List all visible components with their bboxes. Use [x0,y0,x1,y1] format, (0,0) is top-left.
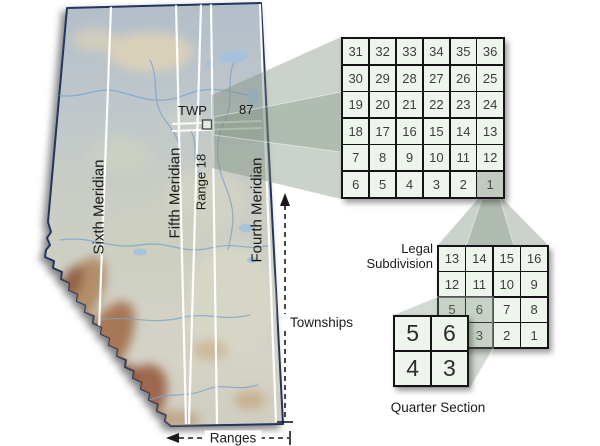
twp-label: TWP [178,103,207,118]
fifth-meridian-label: Fifth Meridian [166,147,184,239]
sixth-meridian-line [97,5,113,331]
grid-cell: 13 [477,118,503,144]
grid-cell: 5 [395,317,431,351]
grid-cell: 18 [343,118,369,144]
twp-87-value: 87 [239,102,254,117]
township-location-box [201,119,213,130]
township-87-south-line [171,127,263,132]
grid-cell: 4 [395,351,431,386]
survey-lines [97,3,278,425]
grid-cell: 9 [396,145,423,171]
grid-cell: 28 [396,65,423,91]
grid-cell: 36 [477,39,503,65]
fourth-meridian-label: Fourth Meridian [248,157,266,263]
grid-cell: 30 [343,65,369,91]
grid-cell: 33 [396,39,423,65]
grid-cell: 2 [450,171,476,198]
townships-axis-label: Townships [283,314,357,331]
grid-cell: 7 [343,145,369,171]
fourth-meridian-line [258,3,278,423]
grid-cell: 14 [450,118,476,144]
rivers [54,59,271,401]
grid-cell: 5 [369,171,396,198]
grid-cell: 21 [396,92,423,118]
alberta-map [44,2,284,427]
grid-cell: 35 [450,39,476,65]
grid-cell: 8 [369,145,396,171]
grid-cell: 1 [477,171,503,198]
grid-cell: 15 [423,118,450,144]
grid-cell: 6 [343,171,369,198]
grid-cell: 9 [521,272,548,297]
grid-cell: 12 [477,145,503,171]
legal-subdivision-label: Legal Subdivision [366,241,434,271]
range-east-line [209,3,219,425]
grid-cell: 12 [439,272,465,297]
grid-cell: 34 [423,39,450,65]
grid-cell: 26 [450,65,476,91]
grid-cell: 16 [396,118,423,144]
grid-cell: 25 [477,65,503,91]
grid-cell: 32 [369,39,396,65]
grid-cell: 3 [466,323,493,348]
map-to-township-fan [212,37,342,199]
grid-cell: 14 [466,247,493,271]
grid-cell: 19 [343,92,369,118]
grid-cell: 13 [439,247,465,271]
grid-cell: 17 [369,118,396,144]
townships-arrowhead [280,193,290,206]
grid-cell: 10 [493,272,520,297]
grid-cell: 27 [423,65,450,91]
range-18-label: Range 18 [193,153,209,211]
grid-cell: 22 [423,92,450,118]
grid-cell: 6 [466,297,493,322]
grid-cell: 31 [343,39,369,65]
range-west-line [187,3,203,425]
grid-cell: 7 [493,297,520,322]
grid-cell: 20 [369,92,396,118]
grid-cell: 6 [431,317,468,351]
grid-cell: 1 [521,323,548,348]
section-to-subdivision-fan [437,198,549,247]
grid-cell: 8 [521,297,548,322]
sixth-meridian-label: Sixth Meridian [90,159,108,255]
grid-cell: 11 [450,145,476,171]
grid-cell: 10 [423,145,450,171]
grid-cell: 3 [423,171,450,198]
quarter-section-label: Quarter Section [390,400,486,415]
grid-cell: 15 [493,247,520,271]
lakes [133,50,259,263]
grid-cell: 2 [493,323,520,348]
grid-cell: 4 [396,171,423,198]
ranges-axis-label: Ranges [204,430,262,446]
grid-cell: 24 [477,92,503,118]
ranges-arrowhead [166,433,179,443]
grid-cell: 3 [431,351,468,386]
grid-cell: 23 [450,92,476,118]
grid-cell: 11 [466,272,493,297]
grid-cell: 16 [521,247,548,271]
grid-cell: 29 [369,65,396,91]
township-87-north-line [171,120,263,125]
fifth-meridian-line [174,3,188,425]
